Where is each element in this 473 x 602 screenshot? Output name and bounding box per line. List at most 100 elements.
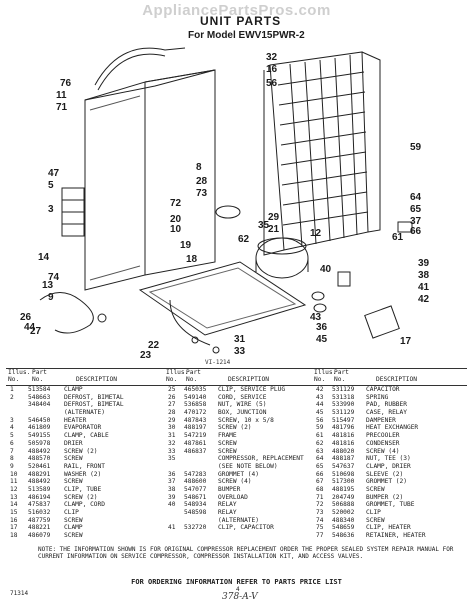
part-description: SCREW xyxy=(366,485,385,493)
part-number: 488221 xyxy=(28,524,51,532)
illus-number: 9 xyxy=(10,462,14,470)
cabinet-side-panel xyxy=(84,81,146,291)
exploded-parts-diagram: 3216567611715947538287372201029211935181… xyxy=(20,47,430,366)
part-number: 547637 xyxy=(332,462,355,470)
part-number: 488600 xyxy=(184,478,207,486)
part-description: EVAPORATOR xyxy=(64,424,102,432)
part-number: 488492 xyxy=(28,447,51,455)
part-description: PAD, RUBBER xyxy=(366,401,407,409)
callout-26: 26 xyxy=(20,312,32,323)
callout-56: 56 xyxy=(266,78,278,89)
part-description: CASE, RELAY xyxy=(366,409,407,417)
overload xyxy=(337,271,351,287)
callout-73: 73 xyxy=(196,188,208,199)
part-number: 531129 xyxy=(332,409,355,417)
illus-number: 8 xyxy=(10,455,14,463)
part-number: 513584 xyxy=(28,386,51,393)
part-number: 348404 xyxy=(28,401,51,409)
part-number: 548598 xyxy=(184,509,207,516)
callout-22: 22 xyxy=(148,340,160,351)
part-number: 488195 xyxy=(332,485,355,493)
part-number: 488492 xyxy=(28,478,51,486)
callout-21: 21 xyxy=(268,224,280,235)
part-description: SCREW xyxy=(64,455,83,463)
callout-33: 33 xyxy=(234,346,246,357)
part-number: 475837 xyxy=(28,501,51,509)
clamp-part xyxy=(215,205,241,219)
illus-number: 2 xyxy=(10,393,14,401)
callout-65: 65 xyxy=(410,204,422,215)
illus-number: 77 xyxy=(316,532,324,540)
callout-20: 20 xyxy=(170,214,182,225)
part-number: 548663 xyxy=(28,393,51,401)
part-description: SCREW (2) xyxy=(64,447,98,455)
illus-number: 13 xyxy=(10,493,18,501)
part-description: CLAMP xyxy=(64,524,83,532)
callout-40: 40 xyxy=(320,264,332,275)
part-number: 505978 xyxy=(28,439,51,447)
callout-39: 39 xyxy=(418,258,430,269)
callout-36: 36 xyxy=(316,322,328,333)
part-number: 204749 xyxy=(332,493,355,501)
illus-number: 61 xyxy=(316,432,324,440)
callout-12: 12 xyxy=(310,228,322,239)
part-description: CLIP, SERVICE PLUG xyxy=(218,386,286,393)
callout-18: 18 xyxy=(186,254,198,265)
part-description: CLAMP xyxy=(64,386,83,393)
callout-38: 38 xyxy=(418,270,430,281)
part-description: (ALTERNATE) xyxy=(64,409,105,417)
part-description: SCREW xyxy=(64,532,83,540)
callout-76: 76 xyxy=(60,78,72,89)
part-description: NUT, WIRE (5) xyxy=(218,401,267,409)
illus-number: 3 xyxy=(10,416,14,424)
part-description: SCREW xyxy=(64,516,83,524)
part-description: SLEEVE (2) xyxy=(366,470,404,478)
part-description: RELAY xyxy=(218,509,237,516)
refrigerant-tube xyxy=(94,47,186,86)
part-number: 547077 xyxy=(184,485,207,493)
illus-number: 40 xyxy=(168,501,176,509)
relay-case xyxy=(364,305,400,339)
part-number: 531129 xyxy=(332,386,355,393)
part-description: HEAT EXCHANGER xyxy=(366,424,419,432)
document-number: 71314 xyxy=(10,590,29,597)
part-number: 510698 xyxy=(332,470,355,478)
part-description: CLAMP, CABLE xyxy=(64,432,109,440)
table-row: 548598 RELAY xyxy=(164,509,314,517)
handwritten-note: 378-A-V xyxy=(222,592,258,602)
part-description: CLIP xyxy=(366,509,381,516)
illus-number: 66 xyxy=(316,470,324,478)
part-description: DAMPENER xyxy=(366,416,396,424)
part-number: 548934 xyxy=(184,501,207,509)
part-number: 488197 xyxy=(184,424,207,432)
illus-number: 1 xyxy=(10,386,14,393)
part-description: CORD, SERVICE xyxy=(218,393,267,401)
illus-number: 15 xyxy=(10,509,18,516)
ordering-footer: FOR ORDERING INFORMATION REFER TO PARTS … xyxy=(131,578,342,586)
part-number: 531318 xyxy=(332,393,355,401)
callout-47: 47 xyxy=(48,168,60,179)
illus-number: 62 xyxy=(316,439,324,447)
part-description: WASHER (2) xyxy=(64,470,102,478)
